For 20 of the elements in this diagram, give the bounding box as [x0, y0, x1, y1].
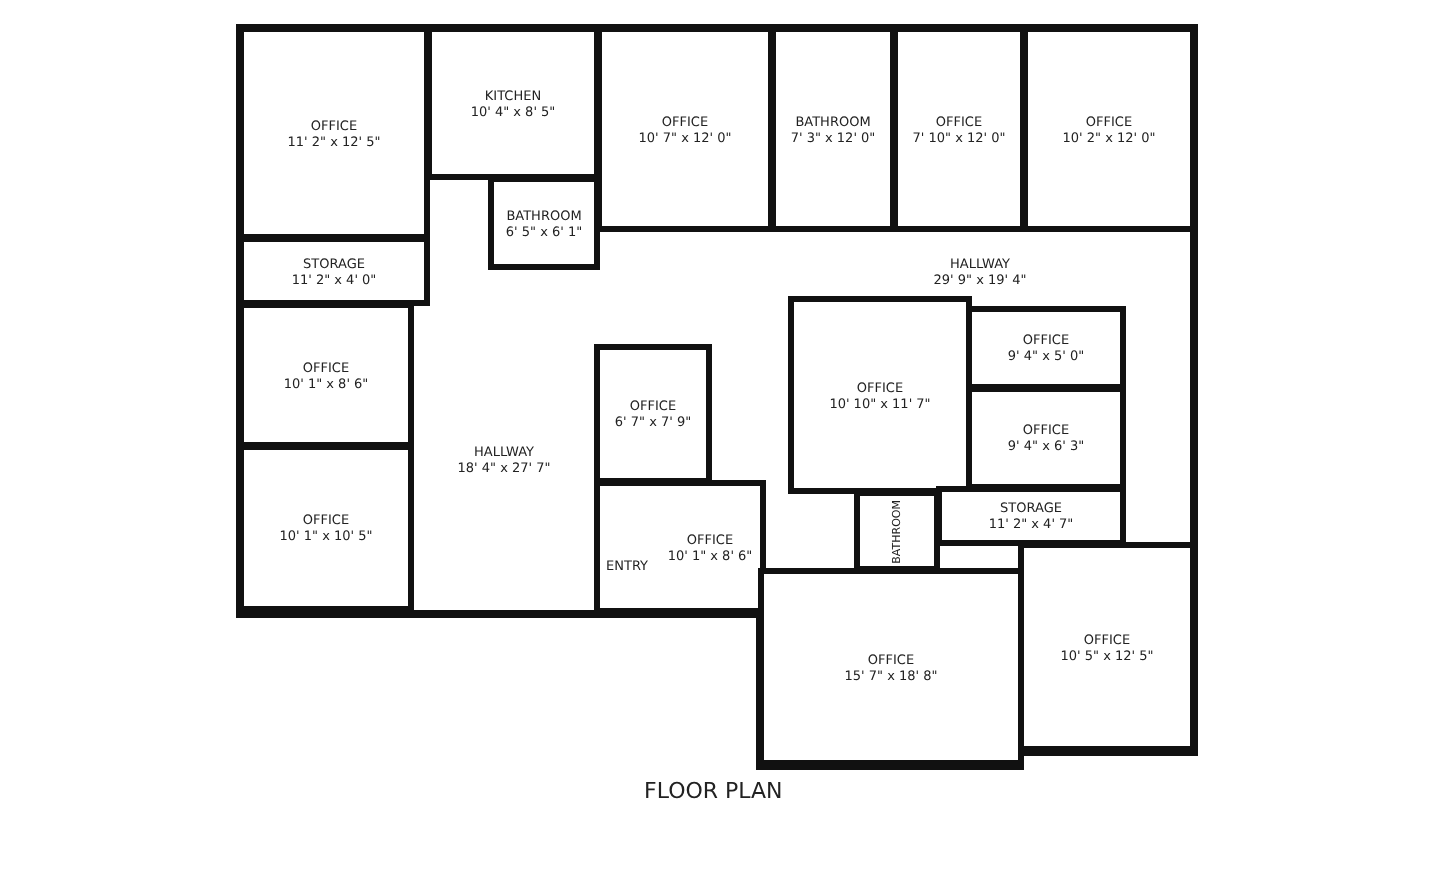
- room: [238, 444, 414, 612]
- room: [594, 344, 712, 484]
- room: [892, 26, 1026, 232]
- room: [426, 26, 600, 180]
- room: [238, 236, 430, 306]
- room: [238, 26, 430, 240]
- room: [854, 490, 940, 572]
- room: [488, 176, 600, 270]
- room: [1018, 542, 1196, 752]
- room: [1022, 26, 1196, 232]
- room: [788, 296, 972, 494]
- plan-title: FLOOR PLAN: [644, 778, 783, 804]
- room: [770, 26, 896, 232]
- room: [596, 26, 774, 232]
- room: [238, 302, 414, 448]
- room: [758, 568, 1024, 766]
- room: [594, 480, 766, 614]
- room: [936, 486, 1126, 546]
- room: [966, 386, 1126, 490]
- room: [966, 306, 1126, 390]
